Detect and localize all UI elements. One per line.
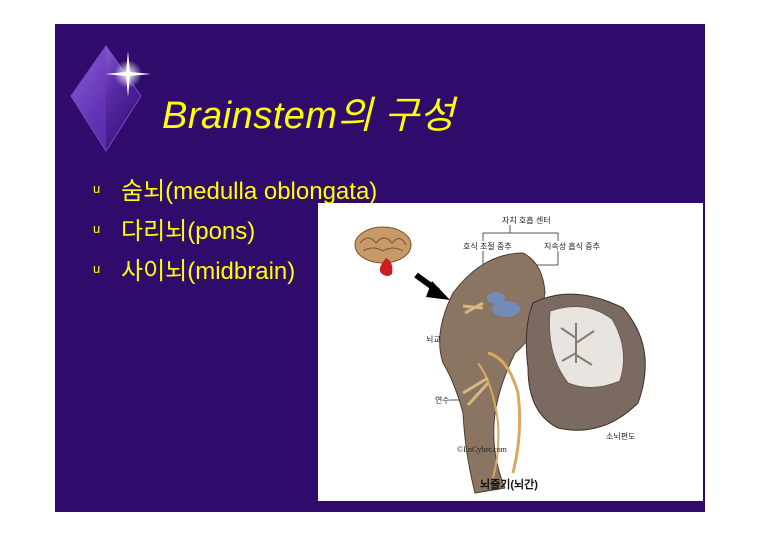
bullet-text-pons: 다리뇌(pons) [121, 217, 256, 245]
brainstem-illustration [354, 225, 646, 494]
bullet-text-medulla: 숨뇌(medulla oblongata) [121, 177, 378, 205]
bullet-marker: u [93, 180, 101, 196]
slide-title: Brainstem의 구성 [162, 95, 455, 137]
bullet-item: u 숨뇌(medulla oblongata) [93, 168, 377, 208]
brainstem-body [439, 252, 546, 494]
bullet-item: u 사이뇌(midbrain) [93, 248, 377, 288]
diamond-star-logo [70, 45, 151, 152]
brainstem-figure: 자치 호흡 센터 호식 조절 중추 지속성 흡식 중추 뇌교 연수 소뇌편도 ©… [318, 203, 703, 501]
figure-caption: 뇌줄기(뇌간) [480, 479, 538, 491]
bullet-item: u 다리뇌(pons) [93, 208, 377, 248]
bullet-marker: u [93, 220, 101, 236]
cerebellum [525, 293, 646, 431]
pointer-arrow-icon [414, 272, 450, 300]
copyright-text: ©EnCyber.com [457, 445, 507, 454]
label-cerebellum: 소뇌편도 [606, 432, 636, 441]
bullet-marker: u [93, 260, 101, 276]
brain-thumbnail-icon [354, 226, 412, 276]
label-pons: 뇌교 [426, 335, 441, 344]
label-sustained-center: 지속성 흡식 중추 [544, 242, 600, 251]
label-expiratory-center: 호식 조절 중추 [463, 242, 512, 251]
bullet-text-midbrain: 사이뇌(midbrain) [121, 257, 296, 285]
label-medulla: 연수 [435, 396, 450, 405]
bullet-list: u 숨뇌(medulla oblongata) u 다리뇌(pons) u 사이… [93, 168, 377, 288]
label-autonomic-center: 자치 호흡 센터 [502, 216, 551, 225]
